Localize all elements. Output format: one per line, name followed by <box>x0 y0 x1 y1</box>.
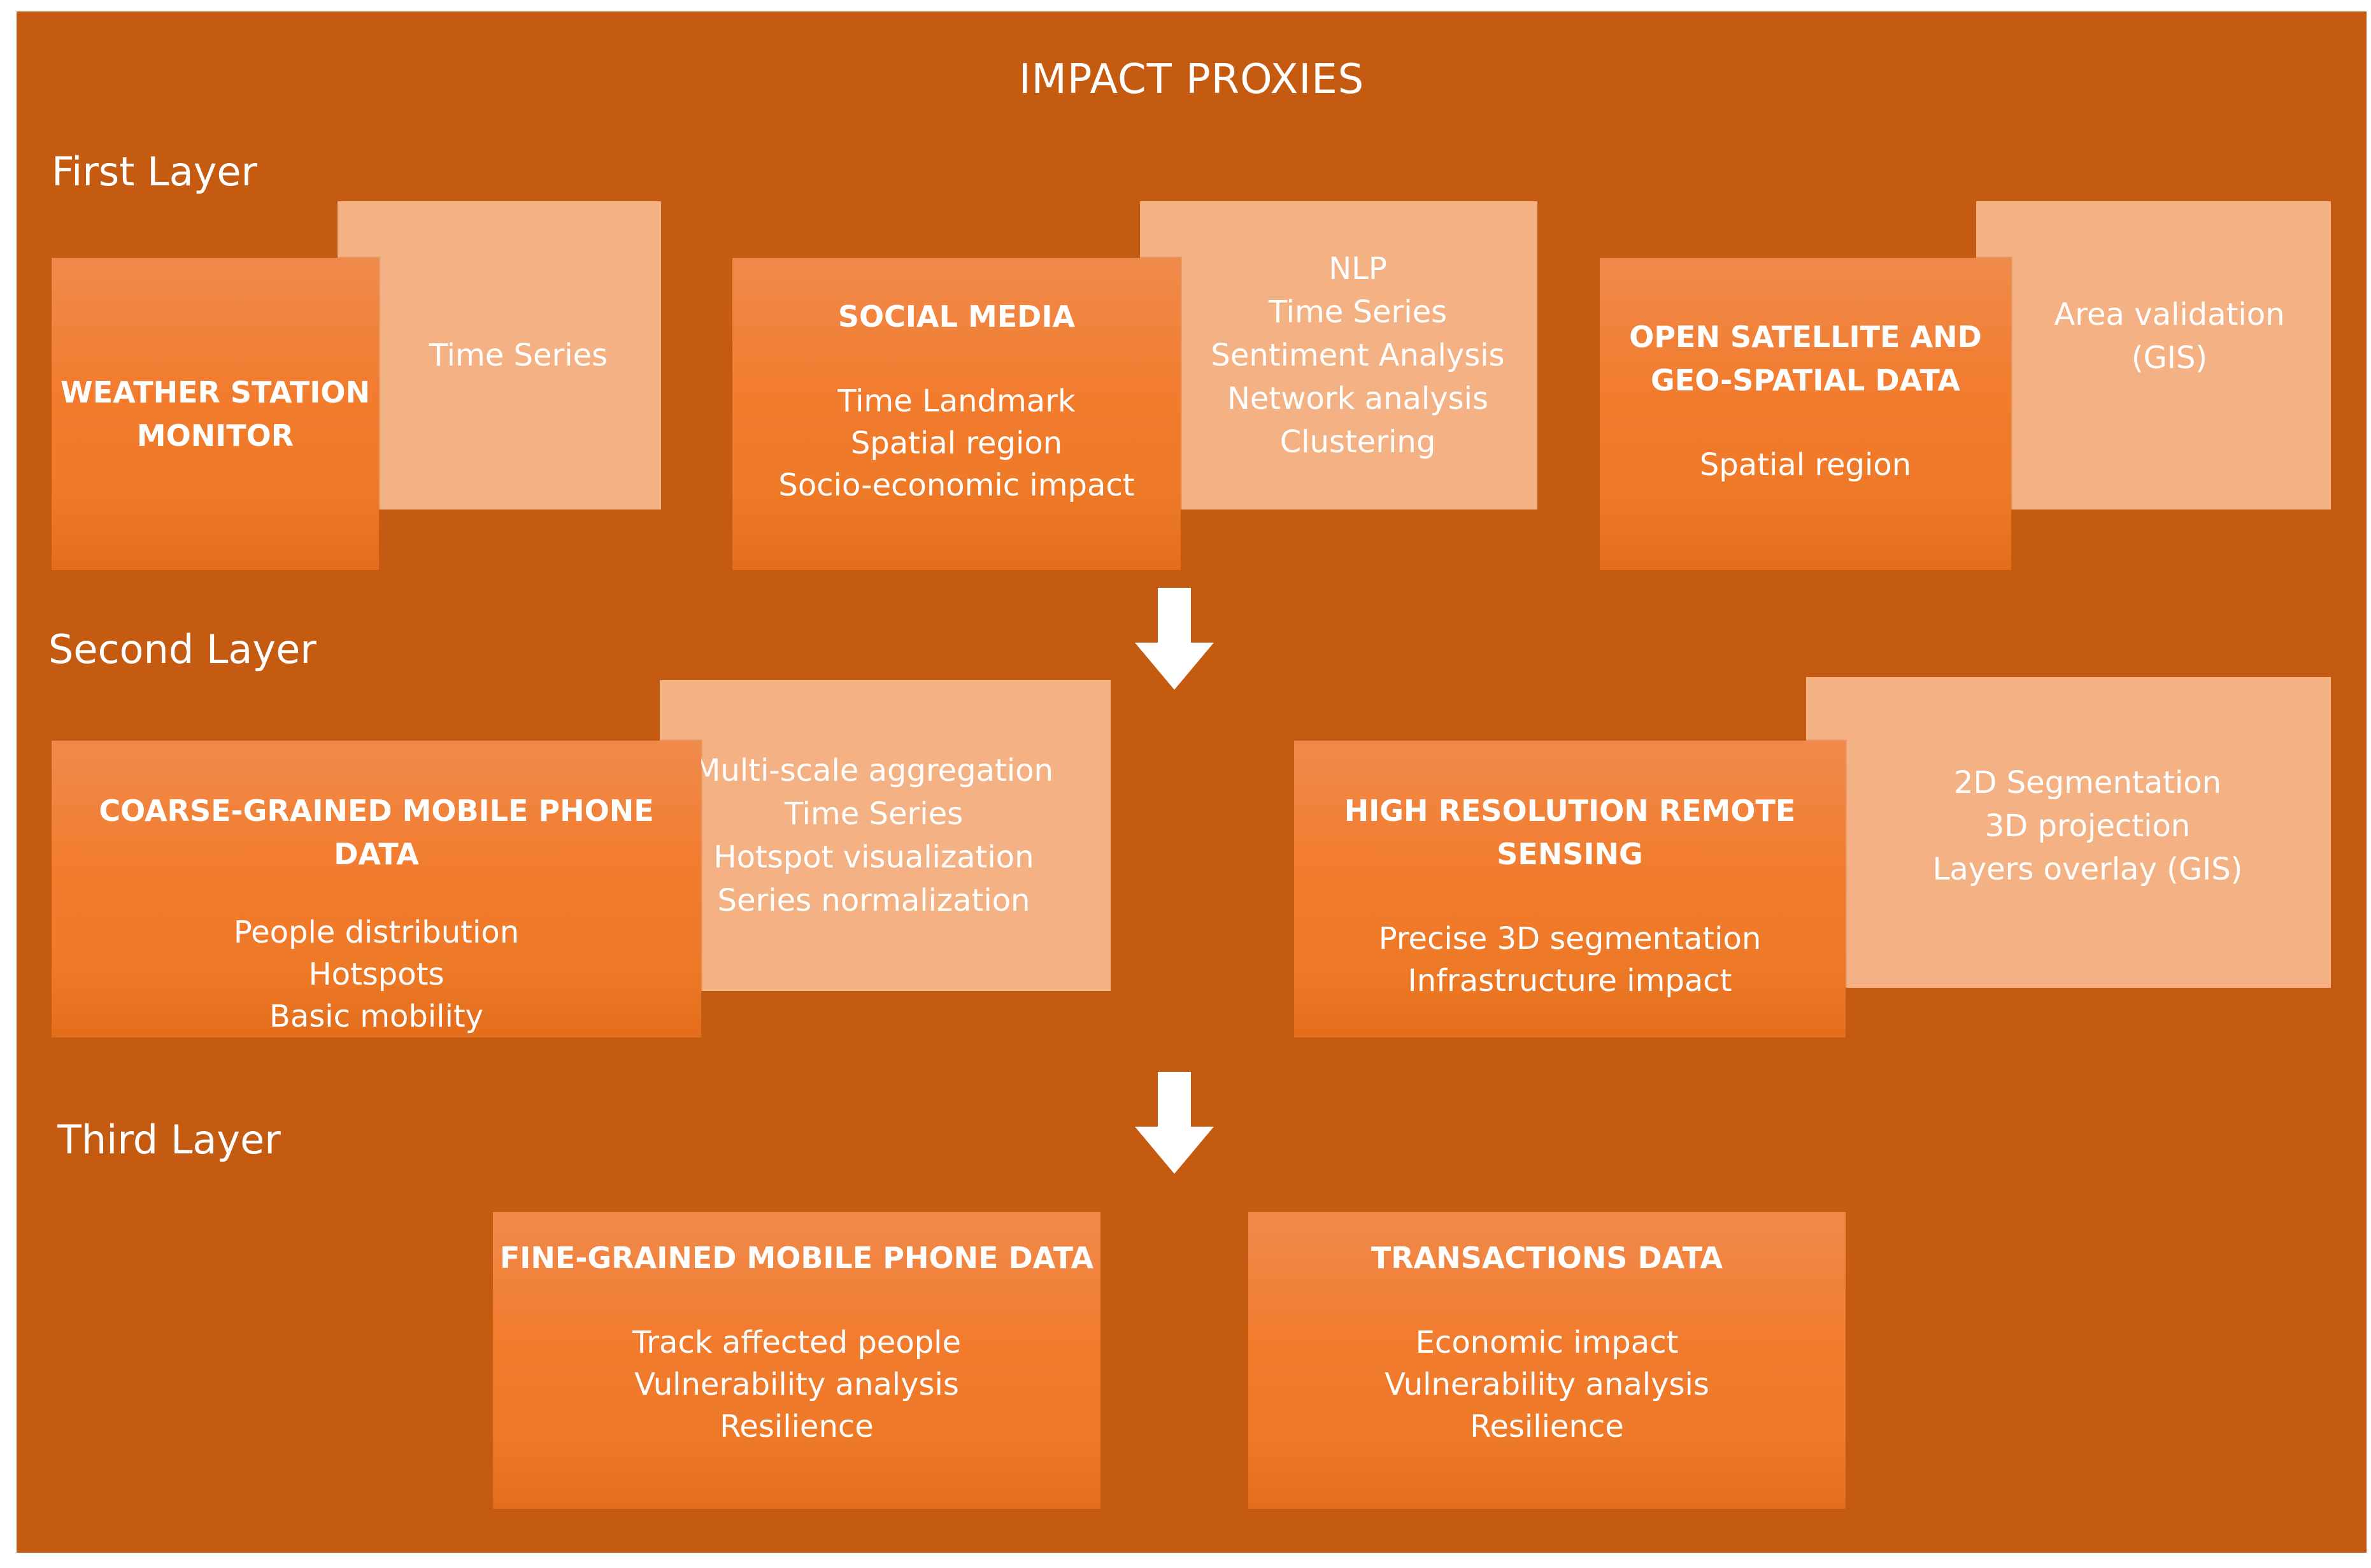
method-line: Area validation <box>2054 297 2285 332</box>
method-line: Series normalization <box>717 883 1030 918</box>
method-line: 2D Segmentation <box>1953 765 2222 801</box>
proxy-line: Economic impact <box>1415 1325 1679 1360</box>
proxy-line: Resilience <box>720 1409 874 1444</box>
box-title-line: HIGH RESOLUTION REMOTE <box>1344 794 1796 828</box>
weather-methods-box: Time Series <box>338 201 661 510</box>
box-title: FINE-GRAINED MOBILE PHONE DATA <box>499 1241 1094 1275</box>
box-title-line: MONITOR <box>136 418 294 453</box>
method-line: Clustering <box>1279 424 1436 460</box>
impact-proxies-panel: IMPACT PROXIES First Layer Time Series W… <box>17 11 2367 1553</box>
coarse-grained-mobile-box: COARSE-GRAINED MOBILE PHONE DATA People … <box>52 741 701 1037</box>
proxy-line: People distribution <box>233 915 520 950</box>
proxy-line: Spatial region <box>1699 447 1912 483</box>
open-satellite-box: OPEN SATELLITE AND GEO-SPATIAL DATA Spat… <box>1600 258 2011 570</box>
box-title-line: WEATHER STATION <box>61 375 370 410</box>
method-line: Layers overlay (GIS) <box>1932 852 2243 887</box>
method-line: Time Series <box>429 338 608 373</box>
coarse-methods-box: Multi-scale aggregation Time Series Hots… <box>660 680 1111 991</box>
down-arrow-icon <box>1135 588 1214 690</box>
first-layer-label: First Layer <box>52 148 258 195</box>
proxy-line: Spatial region <box>850 425 1063 461</box>
box-title-line: SENSING <box>1497 837 1643 871</box>
box-title-line: OPEN SATELLITE AND <box>1629 320 1982 354</box>
social-methods-box: NLP Time Series Sentiment Analysis Netwo… <box>1140 201 1537 510</box>
box-title: COARSE-GRAINED MOBILE PHONE DATA <box>99 794 654 871</box>
method-line: (GIS) <box>2131 340 2208 376</box>
method-line: Network analysis <box>1227 381 1488 417</box>
method-line: Sentiment Analysis <box>1211 338 1505 373</box>
proxy-line: Basic mobility <box>269 999 484 1034</box>
proxy-line: Track affected people <box>632 1325 962 1360</box>
proxy-line: Time Landmark <box>837 383 1076 419</box>
diagram-title: IMPACT PROXIES <box>1018 56 1365 103</box>
high-resolution-remote-sensing-box: HIGH RESOLUTION REMOTE SENSING Precise 3… <box>1294 741 1846 1037</box>
proxy-line: Socio-economic impact <box>778 467 1135 503</box>
method-line: NLP <box>1328 251 1387 287</box>
proxy-line: Resilience <box>1470 1409 1624 1444</box>
method-line: 3D projection <box>1984 808 2191 844</box>
method-line: Multi-scale aggregation <box>694 753 1053 788</box>
weather-station-box: WEATHER STATION MONITOR <box>52 258 379 570</box>
satellite-methods-box: Area validation (GIS) <box>1976 201 2331 510</box>
third-layer-label: Third Layer <box>57 1116 281 1163</box>
box-title: TRANSACTIONS DATA <box>1371 1241 1723 1275</box>
transactions-data-box: TRANSACTIONS DATA Economic impact Vulner… <box>1248 1212 1846 1509</box>
fine-grained-mobile-box: FINE-GRAINED MOBILE PHONE DATA Track aff… <box>493 1212 1100 1509</box>
social-media-box: SOCIAL MEDIA Time Landmark Spatial regio… <box>732 258 1181 570</box>
method-line: Hotspot visualization <box>713 839 1034 875</box>
box-title-line: GEO-SPATIAL DATA <box>1651 363 1960 397</box>
down-arrow-icon <box>1135 1072 1214 1174</box>
method-line: Time Series <box>784 796 964 832</box>
proxy-line: Vulnerability analysis <box>634 1367 959 1402</box>
proxy-line: Infrastructure impact <box>1407 963 1732 999</box>
box-title: SOCIAL MEDIA <box>837 299 1076 334</box>
proxy-line: Vulnerability analysis <box>1385 1367 1709 1402</box>
proxy-line: Precise 3D segmentation <box>1378 921 1762 957</box>
highres-methods-box: 2D Segmentation 3D projection Layers ove… <box>1806 677 2331 988</box>
second-layer-label: Second Layer <box>48 626 317 673</box>
proxy-line: Hotspots <box>308 957 445 992</box>
method-line: Time Series <box>1268 294 1448 330</box>
